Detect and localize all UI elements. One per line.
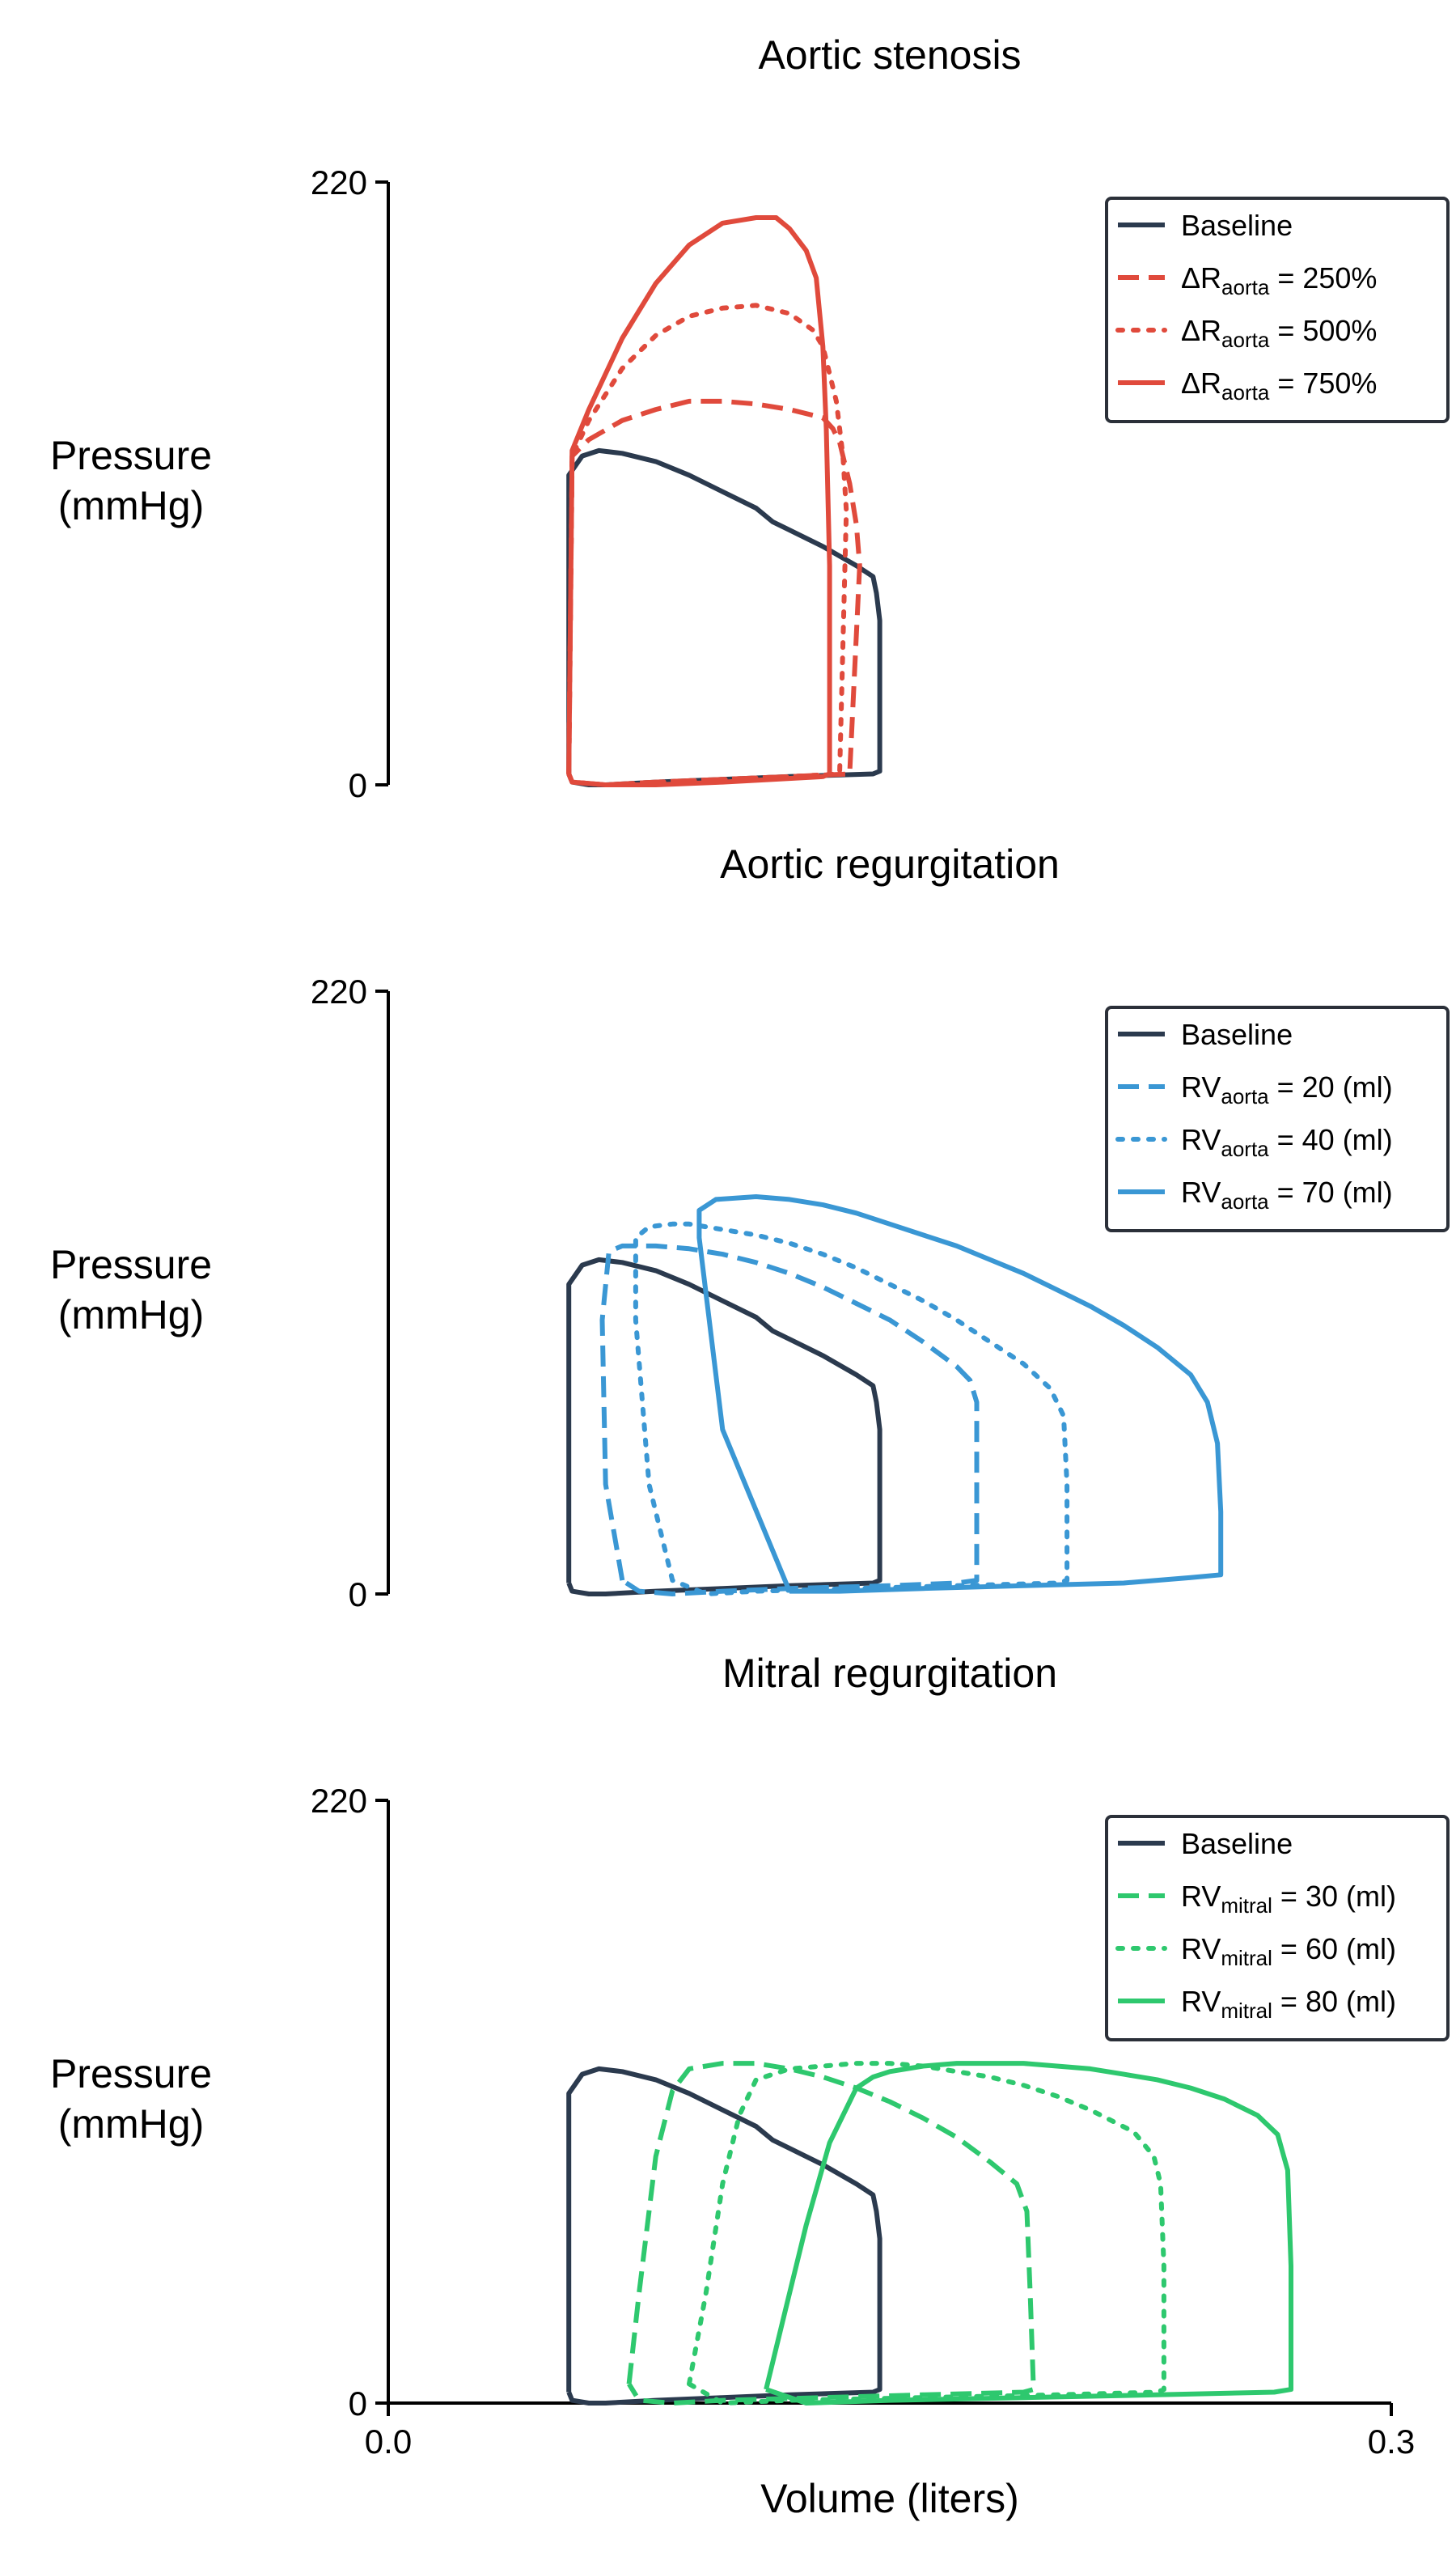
y-axis-label: Pressure(mmHg) [50,1242,212,1337]
series-line-2 [566,398,862,787]
legend-label: RVaorta = 70 (ml) [1181,1176,1393,1214]
y-tick-label: 0 [349,766,367,804]
chart-title: Mitral regurgitation [722,1651,1057,1696]
series-line-2 [599,1243,980,1596]
y-axis-label: Pressure(mmHg) [50,433,212,528]
legend-label: RVaorta = 40 (ml) [1181,1123,1393,1161]
y-tick-label: 0 [349,2384,367,2423]
legend-label: ΔRaorta = 750% [1181,367,1377,405]
legend-box [1105,197,1450,423]
legend-label: RVmitral = 80 (ml) [1181,1985,1396,2023]
y-tick-label: 220 [311,1782,367,1820]
series-line-2 [626,2061,1036,2406]
legend-label: Baseline [1181,209,1293,242]
series-line-3 [566,303,849,787]
series-line-1 [566,1257,882,1596]
series-line-1 [566,447,882,787]
chart-title: Aortic regurgitation [720,841,1060,887]
series-line-1 [566,2066,882,2406]
legend-label: Baseline [1181,1018,1293,1051]
chart-title: Aortic stenosis [758,32,1021,78]
legend-label: RVmitral = 30 (ml) [1181,1880,1396,1918]
y-tick-label: 0 [349,1575,367,1613]
y-tick-label: 220 [311,163,367,201]
legend-label: RVaorta = 20 (ml) [1181,1070,1393,1108]
y-axis-label: Pressure(mmHg) [50,2051,212,2147]
y-tick-label: 220 [311,973,367,1011]
x-tick-label: 0.3 [1368,2423,1415,2461]
x-tick-label: 0.0 [365,2423,412,2461]
legend-label: ΔRaorta = 250% [1181,261,1377,299]
legend-label: RVmitral = 60 (ml) [1181,1932,1396,1970]
x-axis-label: Volume (liters) [760,2476,1019,2521]
series-line-3 [687,2061,1166,2406]
legend-box [1105,1006,1450,1232]
series-line-4 [764,2061,1293,2406]
series-line-3 [633,1221,1070,1596]
series-line-4 [566,215,832,787]
legend-label: Baseline [1181,1827,1293,1860]
legend-label: ΔRaorta = 500% [1181,314,1377,352]
series-line-4 [696,1194,1224,1594]
legend-box [1105,1815,1450,2041]
